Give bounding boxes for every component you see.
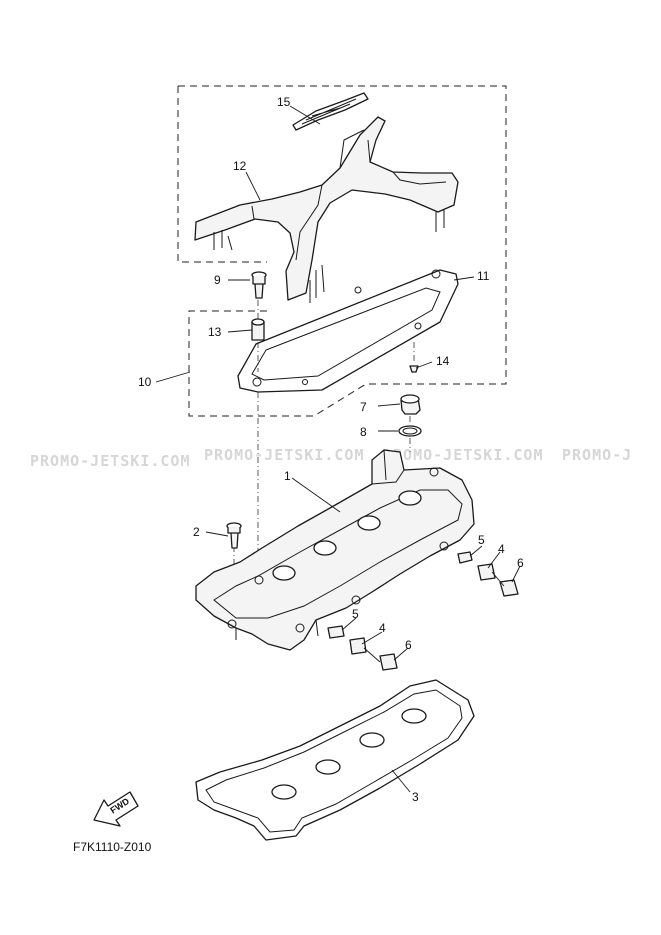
- watermark-text-3: PROMO-JETSKI.COM: [383, 446, 544, 464]
- callout-labels: 15 12 9 13 10 11 14 7 8 1 2 5 4 6 5 4 6 …: [138, 95, 524, 804]
- leader-lines: [155, 105, 521, 793]
- part-7-filler-cap: [400, 394, 421, 415]
- diagram-code: F7K1110-Z010: [73, 840, 152, 854]
- part-4-upper: [477, 563, 496, 581]
- callout-5-upper: 5: [478, 533, 485, 547]
- part-9-bolt: [251, 271, 267, 299]
- part-12-upper-cover: [194, 116, 459, 303]
- part-13-collar: [251, 318, 265, 341]
- callout-8: 8: [360, 425, 367, 439]
- watermark-row: PROMO-JETSKI.COM PROMO-JETSKI.COM PROMO-…: [30, 446, 632, 470]
- part-1-head-cover: [195, 449, 475, 651]
- part-5-upper: [457, 551, 473, 564]
- watermark-text-2: PROMO-JETSKI.COM: [204, 446, 365, 464]
- callout-3: 3: [412, 790, 419, 804]
- part-4-lower: [349, 637, 367, 655]
- part-11-plate: [237, 269, 459, 393]
- part-5-lower: [327, 625, 345, 639]
- callout-14: 14: [436, 354, 450, 368]
- callout-6-lower: 6: [405, 638, 412, 652]
- callout-9: 9: [214, 273, 221, 287]
- part-3-gasket: [195, 679, 475, 841]
- assembly-boundary-top: [177, 85, 507, 417]
- callout-4-upper: 4: [498, 542, 505, 556]
- callout-11: 11: [477, 269, 490, 283]
- callout-6-upper: 6: [517, 556, 524, 570]
- callout-15: 15: [277, 95, 291, 109]
- fastener-set-lower: [327, 625, 398, 671]
- fwd-arrow-icon: FWD: [93, 791, 139, 827]
- watermark-text-4: PROMO-J: [562, 446, 632, 464]
- part-8-o-ring: [398, 425, 422, 437]
- callout-13: 13: [208, 325, 222, 339]
- part-6-upper-head: [499, 579, 519, 597]
- fastener-set-upper: [457, 551, 519, 597]
- watermark-text-1: PROMO-JETSKI.COM: [30, 452, 191, 470]
- part-15-decal: [292, 92, 369, 131]
- callout-1: 1: [284, 469, 291, 483]
- callout-2: 2: [193, 525, 200, 539]
- callout-7: 7: [360, 400, 367, 414]
- callout-12: 12: [233, 159, 247, 173]
- part-2-bolt: [226, 522, 242, 549]
- callout-10: 10: [138, 375, 152, 389]
- callout-4-lower: 4: [379, 621, 386, 635]
- part-14-screw: [409, 365, 419, 373]
- callout-5-lower: 5: [352, 607, 359, 621]
- part-6-lower-head: [379, 653, 398, 671]
